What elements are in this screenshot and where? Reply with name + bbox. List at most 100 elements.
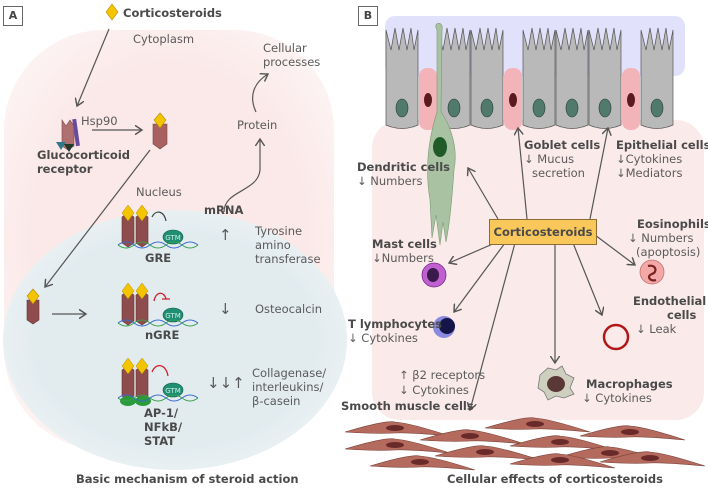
- smooth-muscle-nucleus: [621, 429, 639, 435]
- effect-arrows-osteocalcin: ↓: [219, 300, 232, 318]
- endothelial-cell-icon: [602, 323, 630, 351]
- smooth-muscle-nucleus: [461, 433, 479, 439]
- cytoplasm-label: Cytoplasm: [133, 32, 195, 46]
- mast-cell-icon: [421, 262, 447, 288]
- cell-nucleus: [650, 98, 664, 118]
- endothelial-cells-label-2: cells: [667, 308, 697, 322]
- glucocorticoid-receptor-icon: [56, 118, 80, 152]
- smooth-muscle-nucleus: [526, 421, 544, 427]
- t-lymphocyte-icon: [433, 316, 455, 338]
- effect-osteocalcin: Osteocalcin: [255, 302, 323, 316]
- panel-a-tag: A: [3, 6, 23, 26]
- smooth-muscle-effect-1: ↑ β2 receptors: [399, 368, 486, 382]
- panel-b-tag: B: [358, 6, 378, 26]
- cell-nucleus: [447, 98, 461, 118]
- cell-nucleus: [565, 98, 579, 118]
- ciliated-epithelial-cell: [588, 27, 622, 129]
- ciliated-epithelial-cell: [555, 27, 589, 129]
- effect-arrows: [449, 128, 635, 410]
- dendritic-cells-effect: ↓ Numbers: [357, 174, 423, 188]
- t-lymphocytes-label: T lymphocytes: [348, 317, 443, 331]
- cell-nucleus: [532, 98, 546, 118]
- nuclear-receptor-icon: [26, 288, 40, 325]
- goblet-cells-label: Goblet cells: [524, 138, 601, 152]
- dendritic-cell-icon: [427, 22, 456, 246]
- eosinophil-icon: [639, 259, 665, 285]
- receptor-label-1: Glucocorticoid: [37, 148, 131, 162]
- cell-nucleus: [395, 98, 409, 118]
- effect-arrows-tat: ↑: [219, 226, 232, 244]
- ciliated-epithelial-cell: [470, 27, 504, 129]
- receptor-label-2: receptor: [37, 162, 93, 176]
- ap1-label-2: NFkB/: [144, 420, 183, 434]
- macrophages-label: Macrophages: [586, 377, 673, 391]
- smooth-muscle-icon: [344, 417, 706, 471]
- activated-receptor-icon: [152, 112, 168, 150]
- smooth-muscle-nucleus: [476, 449, 494, 455]
- smooth-muscle-nucleus: [641, 455, 659, 461]
- smooth-muscle-nucleus: [386, 425, 404, 431]
- panel-b-caption: Cellular effects of corticosteroids: [447, 472, 663, 486]
- effect-arrows-collagenase: ↓↓↑: [207, 374, 245, 392]
- mast-cells-effect: ↓Numbers: [372, 251, 434, 265]
- smooth-muscle-nucleus: [411, 459, 429, 465]
- t-lymphocytes-effect: ↓ Cytokines: [348, 331, 418, 345]
- hsp90-label: Hsp90: [81, 114, 118, 128]
- goblet-nucleus: [424, 93, 432, 107]
- effect-tat-2: amino: [255, 238, 291, 252]
- ciliated-epithelial-cell: [385, 27, 419, 129]
- svg-text:GTM: GTM: [165, 387, 181, 395]
- steroid-molecule-icon: [105, 3, 119, 21]
- goblet-nucleus: [627, 93, 635, 107]
- endothelial-cells-label-1: Endothelial: [633, 294, 707, 308]
- eosinophils-effect-1: ↓ Numbers: [628, 231, 694, 245]
- macrophages-effect: ↓ Cytokines: [582, 391, 652, 405]
- dendritic-cells-label: Dendritic cells: [357, 160, 450, 174]
- effect-tat-3: transferase: [255, 252, 321, 266]
- smooth-muscle-nucleus: [386, 442, 404, 448]
- svg-text:GTM: GTM: [165, 312, 181, 320]
- epithelial-cells-effect-1: ↓Cytokines: [616, 152, 683, 166]
- ngre-label: nGRE: [145, 328, 180, 342]
- corticosteroids-label: Corticosteroids: [123, 6, 222, 20]
- cellular-processes-label-2: processes: [263, 55, 321, 69]
- effect-tat-1: Tyrosine: [255, 224, 303, 238]
- ngre-complex-icon: GTM: [117, 282, 199, 327]
- endothelial-cells-effect: ↓ Leak: [636, 322, 677, 336]
- svg-text:GTM: GTM: [165, 234, 181, 242]
- nucleus-region: [3, 210, 347, 470]
- effect-collagenase-1: Collagenase/: [252, 366, 327, 380]
- epithelial-cells-effect-2: ↓Mediators: [616, 166, 683, 180]
- gre-label: GRE: [145, 251, 172, 265]
- ap1-complex-icon: GTM: [117, 357, 199, 406]
- smooth-muscle-nucleus: [551, 457, 569, 463]
- eosinophils-label: Eosinophils: [637, 217, 708, 231]
- cell-nucleus: [598, 98, 612, 118]
- arrow-steroid-to-receptor: [77, 28, 110, 106]
- ap1-label-1: AP-1/: [144, 406, 179, 420]
- effect-collagenase-3: β-casein: [252, 394, 301, 408]
- protein-label: Protein: [237, 118, 278, 132]
- macrophage-icon: [537, 365, 575, 401]
- smooth-muscle-effect-2: ↓ Cytokines: [399, 383, 469, 397]
- ciliated-epithelial-cell: [640, 27, 674, 129]
- epithelium-icon: [385, 27, 674, 130]
- arrow-mrna-to-protein: [223, 139, 260, 213]
- goblet-cells-effect-1: ↓ Mucus: [524, 152, 575, 166]
- smooth-muscle-nucleus: [551, 439, 569, 445]
- smooth-muscle-label: Smooth muscle cells: [341, 399, 474, 413]
- mrna-label: mRNA: [204, 203, 244, 217]
- ciliated-epithelial-cell: [522, 27, 556, 129]
- epithelial-cells-label: Epithelial cells: [616, 138, 708, 152]
- panel-a-caption: Basic mechanism of steroid action: [76, 472, 299, 486]
- arrow-protein-to-processes: [252, 74, 268, 113]
- goblet-nucleus: [509, 93, 517, 107]
- goblet-cells-effect-2: secretion: [532, 166, 585, 180]
- cell-nucleus: [480, 98, 494, 118]
- corticosteroids-center-box: Corticosteroids: [489, 219, 597, 245]
- nucleus-label: Nucleus: [136, 185, 182, 199]
- eosinophils-effect-2: (apoptosis): [636, 245, 701, 259]
- arrow-into-nucleus: [45, 149, 151, 287]
- effect-collagenase-2: interleukins/: [252, 380, 324, 394]
